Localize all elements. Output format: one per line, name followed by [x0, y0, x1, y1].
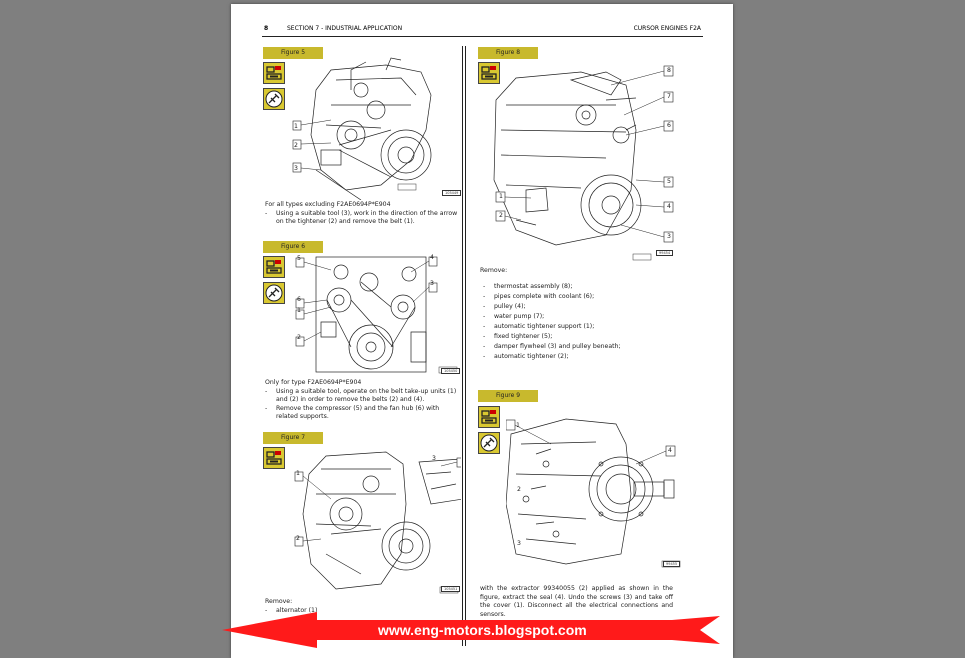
fig6-callout-6: 6	[297, 296, 301, 303]
fig8-item-2: pipes complete with coolant (6);	[483, 292, 675, 302]
removal-icon	[263, 447, 285, 469]
removal-icon	[263, 256, 285, 278]
fig7-callout-1: 1	[296, 470, 300, 477]
fig7-item: alternator (1)	[265, 607, 460, 616]
fig8-item-7: damper flywheel (3) and pulley beneath;	[483, 342, 675, 352]
figure-9-label: Figure 9	[478, 390, 538, 402]
fig6-code: 105450	[441, 368, 461, 374]
fig9-callout-3: 3	[517, 540, 521, 547]
fig7-code: 105451	[441, 586, 461, 592]
fig8-callout-6: 6	[667, 122, 671, 129]
fig8-callout-5: 5	[667, 178, 671, 185]
fig6-callout-4: 4	[430, 254, 434, 261]
watermark-banner-arrow	[222, 612, 720, 648]
fig6-callout-2: 2	[297, 334, 301, 341]
fig8-item-3: pulley (4);	[483, 302, 675, 312]
fig8-item-8: automatic tightener (2);	[483, 352, 675, 362]
figure-5-drawing	[292, 57, 432, 200]
fig6-caption: Only for type F2AE0694P*E904	[265, 379, 362, 386]
figure-6-label: Figure 6	[263, 241, 323, 253]
fig8-callout-3: 3	[667, 233, 671, 240]
figure-9-drawing	[506, 414, 681, 568]
fig8-item-5: automatic tightener support (1);	[483, 322, 675, 332]
fig8-text: Remove: thermostat assembly (8); pipes c…	[480, 267, 675, 362]
fig9-callout-2: 2	[517, 486, 521, 493]
fig9-text: with the extractor 99340055 (2) applied …	[480, 585, 673, 619]
fig8-item-6: fixed tightener (5);	[483, 332, 675, 342]
fig7-callout-3: 3	[432, 455, 436, 462]
figure-5-label: Figure 5	[263, 47, 323, 59]
fig8-code: 99454	[656, 250, 674, 256]
manual-page: 8 SECTION 7 - INDUSTRIAL APPLICATION CUR…	[231, 4, 733, 658]
figure-6-drawing	[295, 256, 458, 374]
fig6-callout-3: 3	[430, 280, 434, 287]
fig8-item-1: thermostat assembly (8);	[483, 282, 675, 292]
figure-7-label: Figure 7	[263, 432, 323, 444]
page-number: 8	[264, 25, 269, 32]
fig5-text: For all types excluding F2AE0694P*E904 U…	[265, 201, 460, 227]
fig6-item-1: Using a suitable tool, operate on the be…	[265, 388, 460, 405]
fig8-callout-7: 7	[667, 93, 671, 100]
tool-icon	[478, 432, 500, 454]
fig7-remove: Remove:	[265, 598, 293, 605]
fig7-callout-2: 2	[296, 535, 300, 542]
fig6-item-2: Remove the compressor (5) and the fan hu…	[265, 405, 460, 422]
removal-icon	[478, 406, 500, 428]
fig9-code: 99455	[663, 561, 681, 567]
fig5-callout-2: 2	[294, 142, 298, 149]
fig5-code: 105449	[442, 190, 462, 196]
fig8-callout-2: 2	[499, 212, 503, 219]
page-header: 8 SECTION 7 - INDUSTRIAL APPLICATION CUR…	[262, 22, 703, 37]
fig5-item: Using a suitable tool (3), work in the d…	[265, 210, 460, 227]
fig6-callout-5: 5	[297, 255, 301, 262]
banner-url[interactable]: www.eng-motors.blogspot.com	[378, 622, 587, 638]
fig7-text: Remove: alternator (1)	[265, 598, 460, 615]
removal-icon	[263, 62, 285, 84]
fig5-callout-3: 3	[294, 165, 298, 172]
figure-8-drawing	[493, 65, 674, 261]
fig8-callout-4: 4	[667, 203, 671, 210]
fig6-text: Only for type F2AE0694P*E904 Using a sui…	[265, 379, 460, 422]
fig8-item-4: water pump (7);	[483, 312, 675, 322]
fig8-callout-1: 1	[499, 193, 503, 200]
banner-arrow-shape	[222, 612, 720, 648]
figure-8-label: Figure 8	[478, 47, 538, 59]
fig9-callout-4: 4	[668, 447, 672, 454]
figure-7-drawing	[294, 451, 461, 594]
tool-icon	[263, 88, 285, 110]
fig8-callout-8: 8	[667, 67, 671, 74]
removal-icon	[478, 62, 500, 84]
column-divider	[462, 46, 466, 646]
fig9-paragraph: with the extractor 99340055 (2) applied …	[480, 585, 673, 618]
fig9-callout-1: 1	[516, 422, 520, 429]
document-title: CURSOR ENGINES F2A	[633, 25, 701, 32]
section-title: SECTION 7 - INDUSTRIAL APPLICATION	[287, 25, 403, 32]
fig5-caption: For all types excluding F2AE0694P*E904	[265, 201, 391, 208]
fig8-remove: Remove:	[480, 267, 508, 274]
fig6-callout-1: 1	[297, 307, 301, 314]
fig5-callout-1: 1	[294, 123, 298, 130]
tool-icon	[263, 282, 285, 304]
